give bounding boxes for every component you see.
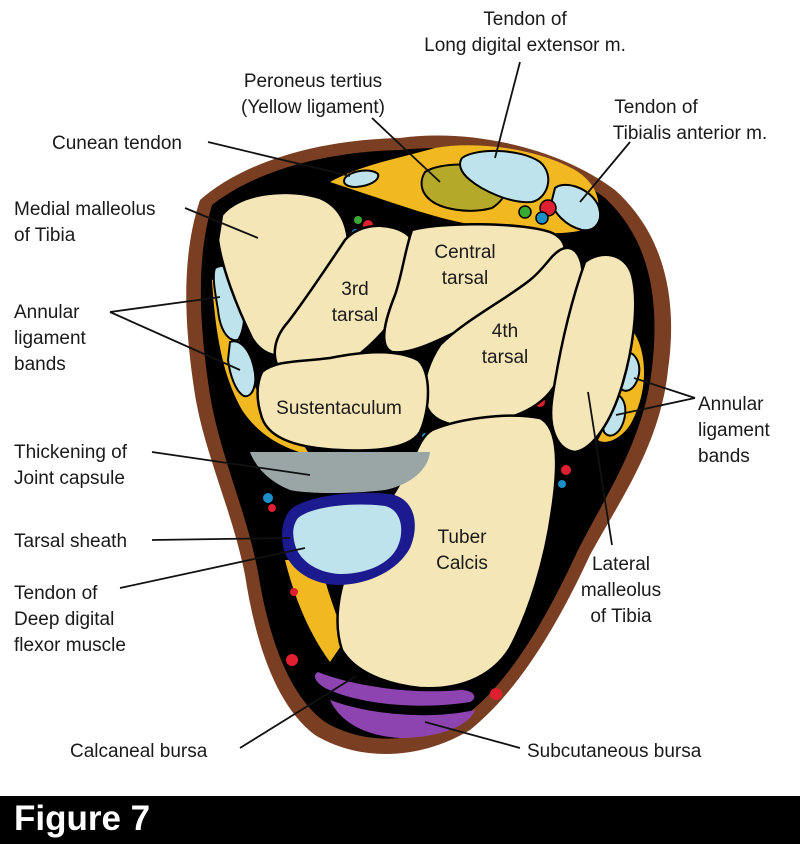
leader-subcutaneous-bursa [424, 721, 521, 749]
label-cunean-tendon: Cunean tendon [52, 133, 182, 154]
vessel-green [354, 216, 362, 224]
calcaneal-bursa [314, 672, 475, 706]
leader-cunean [207, 141, 351, 177]
label-tibialis-line1: Tendon of [614, 97, 698, 118]
vessel-red [268, 504, 276, 512]
label-fourth-tarsal-line1: 4th [492, 321, 518, 342]
vessel-red [490, 688, 502, 700]
leader-lateral-malleolus [587, 391, 613, 546]
leader-annular-right-1 [633, 377, 696, 399]
label-central-tarsal-line2: tarsal [442, 268, 488, 289]
leader-deep-digital [119, 547, 306, 589]
figure-caption-bar: Figure 7 [0, 796, 800, 844]
vessel-green [518, 205, 532, 219]
label-subcutaneous-bursa: Subcutaneous bursa [527, 741, 702, 762]
yellow-ligament-lower [285, 560, 345, 662]
lateral-malleolus-bone [549, 253, 637, 454]
label-thickening-line2: Joint capsule [14, 468, 125, 489]
leader-thickening [151, 451, 311, 476]
label-lateral-malleolus-line3: of Tibia [590, 606, 652, 627]
vessel-blue [535, 211, 549, 225]
label-tarsal-sheath: Tarsal sheath [14, 531, 127, 552]
label-medial-malleolus-line2: of Tibia [14, 225, 76, 246]
long-digital-extensor-tendon [459, 150, 550, 204]
figure-label: Figure 7 [14, 799, 151, 838]
deep-digital-flexor-tendon [293, 504, 402, 574]
vessel-red [290, 588, 298, 596]
tibialis-anterior-tendon [550, 183, 601, 232]
vessel-blue [558, 480, 566, 488]
vessel-red [561, 465, 571, 475]
leader-calcaneal-bursa [239, 675, 357, 749]
label-peroneus-line1: Peroneus tertius [244, 71, 382, 92]
label-calcaneal-bursa: Calcaneal bursa [70, 741, 208, 762]
label-peroneus-line2: (Yellow ligament) [241, 97, 385, 118]
sustentaculum-bone [256, 351, 430, 452]
label-annular-left-line2: ligament [14, 328, 87, 349]
tarsus-cross-section-diagram: Tendon of Long digital extensor m. Peron… [14, 9, 771, 762]
annular-band-left-lower [226, 340, 257, 398]
label-deep-digital-line2: Deep digital [14, 609, 114, 630]
label-lateral-malleolus-line2: malleolus [581, 580, 661, 601]
leader-peroneus [371, 117, 441, 183]
vessel-blue [263, 493, 273, 503]
label-sustentaculum: Sustentaculum [276, 398, 402, 419]
label-central-tarsal-line1: Central [434, 242, 495, 263]
label-thickening-line1: Thickening of [14, 442, 128, 463]
label-annular-right-line1: Annular [698, 394, 764, 415]
cunean-tendon [343, 169, 380, 189]
label-annular-right-line3: bands [698, 446, 750, 467]
label-tendon-long-digital-line1: Tendon of [483, 9, 567, 30]
leader-tarsal-sheath [151, 537, 291, 541]
label-deep-digital-line1: Tendon of [14, 583, 98, 604]
label-third-tarsal-line1: 3rd [341, 279, 368, 300]
leader-tibialis [579, 141, 631, 203]
label-third-tarsal-line2: tarsal [332, 305, 378, 326]
label-lateral-malleolus-line1: Lateral [592, 554, 650, 575]
joint-capsule-thickening [250, 452, 430, 493]
leader-annular-left-1 [109, 296, 221, 313]
label-annular-left-line3: bands [14, 354, 66, 375]
label-tendon-long-digital-line2: Long digital extensor m. [424, 35, 626, 56]
vessel-red [286, 654, 298, 666]
label-annular-right-line2: ligament [698, 420, 771, 441]
label-fourth-tarsal-line2: tarsal [482, 347, 528, 368]
leader-medial-malleolus [184, 207, 259, 239]
label-tuber-calcis-line1: Tuber [438, 527, 488, 548]
leader-tendon-long-digital [494, 61, 521, 159]
label-tuber-calcis-line2: Calcis [436, 553, 488, 574]
label-medial-malleolus-line1: Medial malleolus [14, 199, 156, 220]
subcutaneous-bursa [330, 700, 475, 738]
label-tibialis-line2: Tibialis anterior m. [613, 123, 768, 144]
label-annular-left-line1: Annular [14, 302, 80, 323]
leader-annular-left-2 [109, 311, 241, 371]
label-deep-digital-line3: flexor muscle [14, 635, 126, 656]
leader-annular-right-2 [615, 397, 696, 416]
